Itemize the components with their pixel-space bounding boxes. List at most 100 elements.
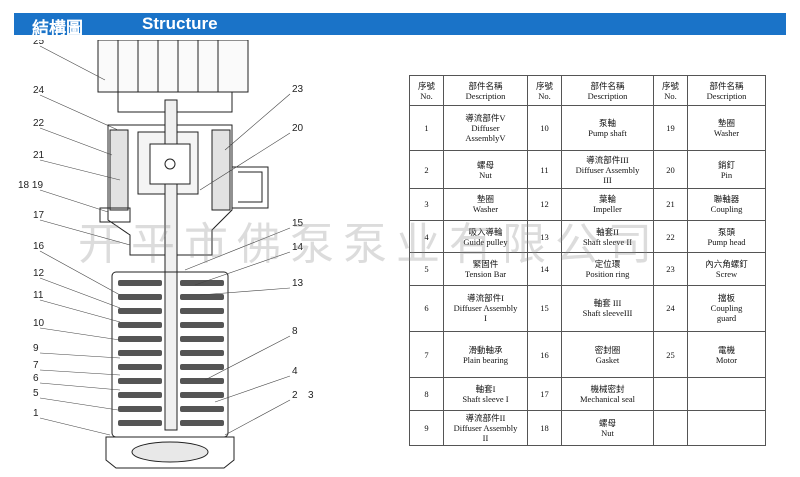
part-number: 4	[409, 219, 444, 254]
stage-plate	[180, 350, 224, 356]
stage-plate	[180, 322, 224, 328]
part-number: 12	[527, 187, 562, 222]
part-description: 電機 Motor	[687, 330, 766, 379]
part-number: 2	[409, 150, 444, 189]
stage-plate	[118, 378, 162, 384]
stage-plate	[180, 406, 224, 412]
callout-18-19: 18 19	[18, 180, 43, 191]
part-number: 18	[527, 409, 562, 447]
part-description: 泵頭 Pump head	[687, 219, 766, 254]
part-number: 15	[527, 284, 562, 332]
section-header: 結構圖 Structure	[14, 13, 786, 39]
stage-plate	[118, 294, 162, 300]
stage-plate	[118, 350, 162, 356]
callout-11: 11	[33, 290, 44, 301]
callout-1: 1	[33, 408, 39, 419]
callout-22: 22	[33, 118, 45, 129]
part-description: 聯軸器 Coupling	[687, 187, 766, 222]
stage-plate	[180, 392, 224, 398]
callout-17: 17	[33, 210, 45, 221]
part-description: 吸入導輪 Guide pulley	[443, 219, 528, 254]
part-description: 軸套 III Shaft sleeveIII	[561, 284, 654, 332]
header-description: 部件名稱 Description	[443, 75, 528, 106]
header-no: 序號 No.	[653, 75, 688, 106]
parts-table: 序號 No. 部件名稱 Description 序號 No. 部件名稱 Desc…	[409, 75, 766, 447]
callout-2: 2	[292, 390, 298, 401]
part-number: 14	[527, 252, 562, 286]
part-description: 銷釘 Pin	[687, 150, 766, 189]
part-number: 25	[653, 330, 688, 379]
part-number: 8	[409, 377, 444, 411]
part-description: 泵軸 Pump shaft	[561, 104, 654, 152]
section-title-zh: 結構圖	[32, 19, 83, 39]
part-description: 葉輪 Impeller	[561, 187, 654, 222]
part-number: 9	[409, 409, 444, 447]
section-title-en: Structure	[142, 14, 218, 33]
part-number: 20	[653, 150, 688, 189]
part-number: 22	[653, 219, 688, 254]
part-description: 機械密封 Mechanical seal	[561, 377, 654, 411]
callout-14: 14	[292, 242, 304, 253]
pump-head	[107, 124, 233, 256]
header-no: 序號 No.	[409, 75, 444, 106]
pump-structure-diagram: 25 24 22 21 18 19 17 16 12 11 10 9 7 6 5…	[18, 40, 314, 469]
header-description: 部件名稱 Description	[687, 75, 766, 106]
part-number: 17	[527, 377, 562, 411]
part-number: 3	[409, 187, 444, 222]
part-description: 緊固件 Tension Bar	[443, 252, 528, 286]
part-description	[687, 377, 766, 411]
stage-plate	[180, 336, 224, 342]
callout-15: 15	[292, 218, 304, 229]
stage-plate	[180, 308, 224, 314]
callout-7: 7	[33, 360, 39, 371]
callout-16: 16	[33, 241, 45, 252]
part-description: 密封圈 Gasket	[561, 330, 654, 379]
part-number: 13	[527, 219, 562, 254]
part-description: 擋板 Coupling guard	[687, 284, 766, 332]
stage-plate	[180, 420, 224, 426]
stage-plate	[180, 364, 224, 370]
callout-5: 5	[33, 388, 39, 399]
stage-plate	[180, 294, 224, 300]
part-number: 19	[653, 104, 688, 152]
callout-20: 20	[292, 123, 304, 134]
stage-plate	[180, 378, 224, 384]
part-description	[687, 409, 766, 447]
part-number: 23	[653, 252, 688, 286]
part-description: 墊圈 Washer	[443, 187, 528, 222]
part-description: 滑動軸承 Plain bearing	[443, 330, 528, 379]
stage-plate	[118, 420, 162, 426]
motor-body	[97, 40, 249, 93]
part-description: 導流部件I Diffuser Assembly I	[443, 284, 528, 332]
part-number: 21	[653, 187, 688, 222]
part-description: 導流部件III Diffuser Assembly III	[561, 150, 654, 189]
part-description: 內六角螺釘 Screw	[687, 252, 766, 286]
part-number: 5	[409, 252, 444, 286]
part-description: 墊圈 Washer	[687, 104, 766, 152]
part-description: 螺母 Nut	[443, 150, 528, 189]
table-header-row: 序號 No. 部件名稱 Description 序號 No. 部件名稱 Desc…	[409, 75, 766, 106]
stage-plate	[118, 364, 162, 370]
part-number: 7	[409, 330, 444, 379]
stage-plate	[118, 322, 162, 328]
callout-3: 3	[308, 390, 314, 401]
part-description: 軸套II Shaft sleeve II	[561, 219, 654, 254]
stage-plate	[118, 280, 162, 286]
callout-4: 4	[292, 366, 298, 377]
callout-23: 23	[292, 84, 304, 95]
callout-10: 10	[33, 318, 45, 329]
stage-plate	[180, 280, 224, 286]
stage-plate	[118, 336, 162, 342]
header-description: 部件名稱 Description	[561, 75, 654, 106]
callout-21: 21	[33, 150, 45, 161]
part-description: 螺母 Nut	[561, 409, 654, 447]
callout-24: 24	[33, 85, 45, 96]
callout-9: 9	[33, 343, 39, 354]
